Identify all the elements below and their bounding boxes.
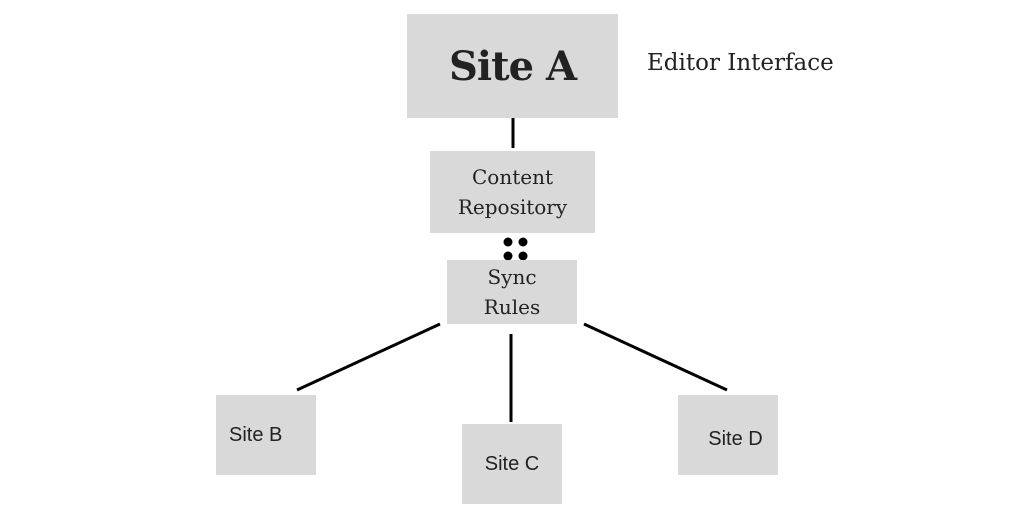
node-site-c-label: Site C xyxy=(484,452,540,475)
node-content-repository: Content Repository xyxy=(430,151,595,233)
node-site-d: Site D xyxy=(678,395,778,475)
connector-sync-to-site-b xyxy=(296,322,441,392)
dot-bottom-left xyxy=(503,251,513,261)
connector-sync-to-site-d xyxy=(583,322,728,392)
node-site-a-label: Site A xyxy=(449,42,577,90)
connector-dots xyxy=(503,237,528,261)
node-site-c: Site C xyxy=(462,424,562,504)
node-site-b-label: Site B xyxy=(229,423,283,446)
node-site-b: Site B xyxy=(216,395,316,475)
dot-top-left xyxy=(503,237,513,247)
node-site-d-label: Site D xyxy=(708,427,763,450)
editor-interface-label: Editor Interface xyxy=(647,50,834,76)
dot-bottom-right xyxy=(518,251,528,261)
node-site-a: Site A xyxy=(407,14,618,118)
dot-top-right xyxy=(518,237,528,247)
node-sync-rules: Sync Rules xyxy=(447,260,577,324)
